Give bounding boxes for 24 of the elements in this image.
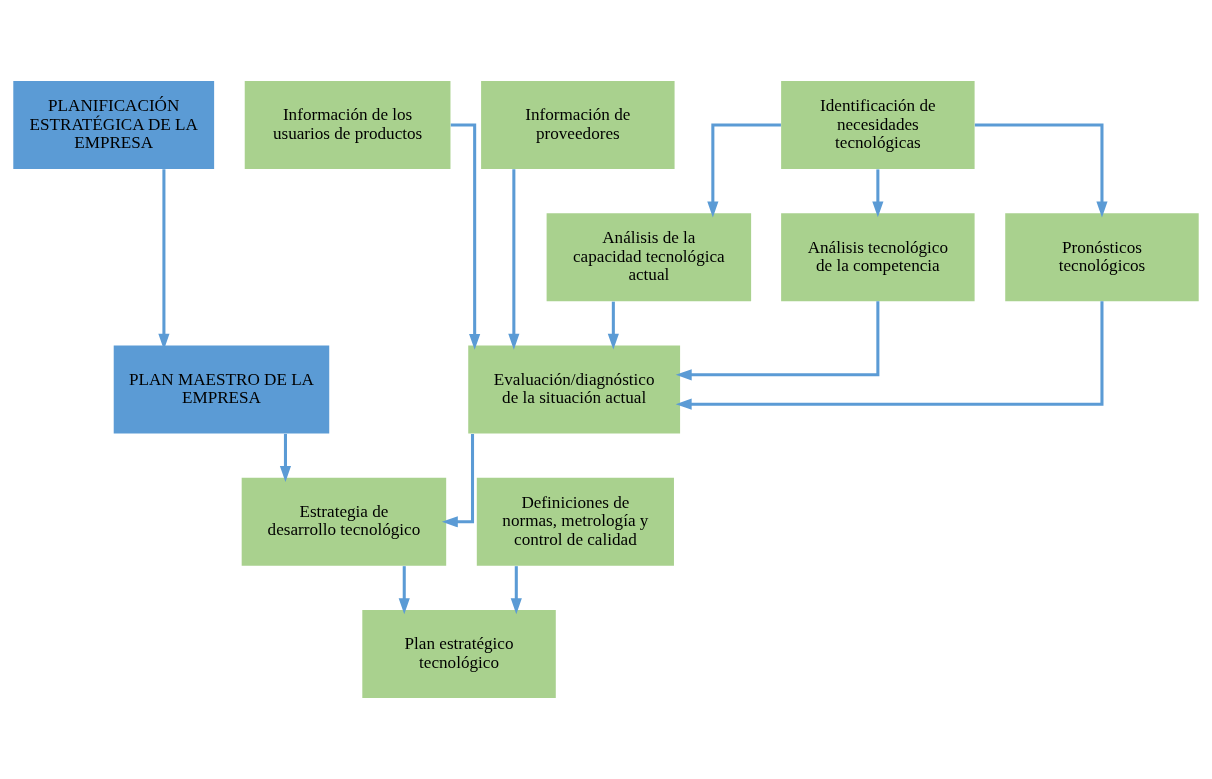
arrow <box>441 433 475 528</box>
arrow <box>279 433 292 482</box>
arrow <box>398 566 410 615</box>
arrow <box>675 301 1104 410</box>
node-box: Plan estratégico tecnológico <box>362 609 556 699</box>
arrow <box>974 123 1108 218</box>
arrow <box>707 123 781 218</box>
node-box: Identificación de necesidades tecnológicas <box>781 80 975 170</box>
node-box: Pronósticos tecnológicos <box>1005 213 1199 302</box>
node-box: Análisis tecnológico de la competencia <box>781 213 975 302</box>
node-box: PLANIFICACIÓN ESTRATÉGICA DE LA EMPRESA <box>13 80 215 170</box>
arrow <box>450 123 481 350</box>
arrow <box>508 169 520 350</box>
arrow <box>675 301 880 381</box>
node-box: Evaluación/diagnóstico de la situación actual <box>468 345 681 434</box>
node-box: Definiciones de normas, metrología y control de calidad <box>476 477 674 566</box>
arrow <box>510 566 522 615</box>
node-box: Estrategia de desarrollo tecnológico <box>241 477 447 566</box>
arrow <box>607 301 619 350</box>
node-box: Información de los usuarios de productos <box>244 80 451 170</box>
node-box: Información de proveedores <box>481 80 675 170</box>
node-box: PLAN MAESTRO DE LA EMPRESA <box>113 345 330 434</box>
arrow <box>872 169 884 218</box>
node-box: Análisis de la capacidad tecnológica actual <box>546 213 752 302</box>
